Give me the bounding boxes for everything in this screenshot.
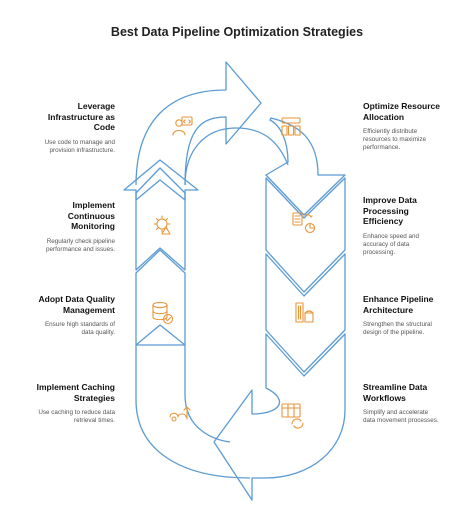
top-arrow xyxy=(135,61,262,186)
description-line: Ensure high standards of xyxy=(44,321,115,328)
item-description: Efficiently distribute resources to maxi… xyxy=(363,128,471,153)
heading-line: Leverage xyxy=(77,101,115,111)
description-line: Simplify and accelerate xyxy=(363,409,429,416)
description-line: Regularly check pipeline xyxy=(46,237,115,245)
description-line: provision infrastructure. xyxy=(49,146,115,154)
right-chevron-2 xyxy=(265,177,346,293)
left-chevron-1 xyxy=(135,249,186,346)
description-line: Enhance speed and xyxy=(363,232,420,240)
item-description: Regularly check pipeline performance and… xyxy=(7,238,115,254)
item-description: Use code to manage and provision infrast… xyxy=(7,139,115,155)
heading-line: Code xyxy=(93,122,115,132)
heading-line: Continuous xyxy=(67,210,115,221)
database-check-icon xyxy=(152,301,174,325)
description-line: performance. xyxy=(363,144,401,152)
item-pipeline-architecture: Enhance Pipeline Architecture Strengthen… xyxy=(363,294,471,337)
item-heading: Adopt Data Quality Management xyxy=(7,294,115,315)
left-loop-bottom xyxy=(135,344,251,479)
item-leverage-iac: Leverage Infrastructure as Code Use code… xyxy=(7,101,115,155)
right-chevron-3 xyxy=(265,253,346,373)
item-data-quality: Adopt Data Quality Management Ensure hig… xyxy=(7,294,115,337)
description-line: resources to maximize xyxy=(363,136,426,144)
heading-line: Infrastructure as xyxy=(47,111,115,122)
heading-line: Architecture xyxy=(363,304,414,315)
item-caching-strategies: Implement Caching Strategies Use caching… xyxy=(7,382,115,425)
item-heading: Implement Caching Strategies xyxy=(7,382,115,403)
item-heading: Streamline Data Workflows xyxy=(363,382,471,403)
gear-warning-icon xyxy=(153,215,171,235)
description-line: Efficiently distribute xyxy=(363,128,418,135)
item-resource-allocation: Optimize Resource Allocation Efficiently… xyxy=(363,101,471,153)
developer-code-icon xyxy=(172,116,193,136)
heading-line: Workflows xyxy=(363,392,406,403)
heading-line: Processing xyxy=(363,205,409,216)
inner-curve xyxy=(184,127,289,186)
heading-line: Strategies xyxy=(73,392,115,403)
item-description: Simplify and accelerate data movement pr… xyxy=(363,409,471,425)
heading-line: Enhance Pipeline xyxy=(363,294,434,304)
cache-upload-icon xyxy=(169,406,191,422)
description-line: design of the pipeline. xyxy=(363,329,425,337)
building-icon xyxy=(295,302,314,323)
heading-line: Adopt Data Quality xyxy=(38,294,115,304)
heading-line: Allocation xyxy=(363,111,405,122)
item-heading: Leverage Infrastructure as Code xyxy=(7,101,115,133)
heading-line: Efficiency xyxy=(363,216,404,226)
item-heading: Enhance Pipeline Architecture xyxy=(363,294,471,315)
heading-line: Implement Caching xyxy=(36,382,115,392)
description-line: Use code to manage and xyxy=(44,138,115,146)
item-description: Strengthen the structural design of the … xyxy=(363,321,471,337)
heading-line: Optimize Resource xyxy=(363,101,440,111)
right-chevron-1 xyxy=(265,117,346,216)
item-description: Use caching to reduce data retrieval tim… xyxy=(7,409,115,425)
description-line: processing. xyxy=(363,248,396,256)
description-line: accuracy of data xyxy=(363,240,410,248)
item-heading: Optimize Resource Allocation xyxy=(363,101,471,122)
item-heading: Implement Continuous Monitoring xyxy=(7,200,115,232)
description-line: data movement processes. xyxy=(363,417,439,425)
left-chevron-3 xyxy=(123,159,199,201)
description-line: Use caching to reduce data xyxy=(38,409,115,416)
description-line: retrieval times. xyxy=(74,417,115,425)
bottom-arrow xyxy=(213,333,346,501)
heading-line: Implement xyxy=(72,200,115,210)
item-description: Ensure high standards of data quality. xyxy=(7,321,115,337)
heading-line: Management xyxy=(63,304,115,315)
page-title: Best Data Pipeline Optimization Strategi… xyxy=(110,25,364,39)
table-refresh-icon xyxy=(281,403,304,429)
description-line: Strengthen the structural xyxy=(363,321,432,328)
document-chart-icon xyxy=(292,212,316,234)
item-processing-efficiency: Improve Data Processing Efficiency Enhan… xyxy=(363,195,471,257)
item-heading: Improve Data Processing Efficiency xyxy=(363,195,471,227)
heading-line: Streamline Data xyxy=(363,382,428,392)
server-stack-icon xyxy=(281,117,301,136)
description-line: data quality. xyxy=(81,329,116,337)
heading-line: Improve Data xyxy=(363,195,417,205)
description-line: performance and issues. xyxy=(46,245,115,253)
item-continuous-monitoring: Implement Continuous Monitoring Regularl… xyxy=(7,200,115,254)
item-description: Enhance speed and accuracy of data proce… xyxy=(363,233,471,258)
item-streamline-workflows: Streamline Data Workflows Simplify and a… xyxy=(363,382,471,425)
heading-line: Monitoring xyxy=(71,221,115,231)
